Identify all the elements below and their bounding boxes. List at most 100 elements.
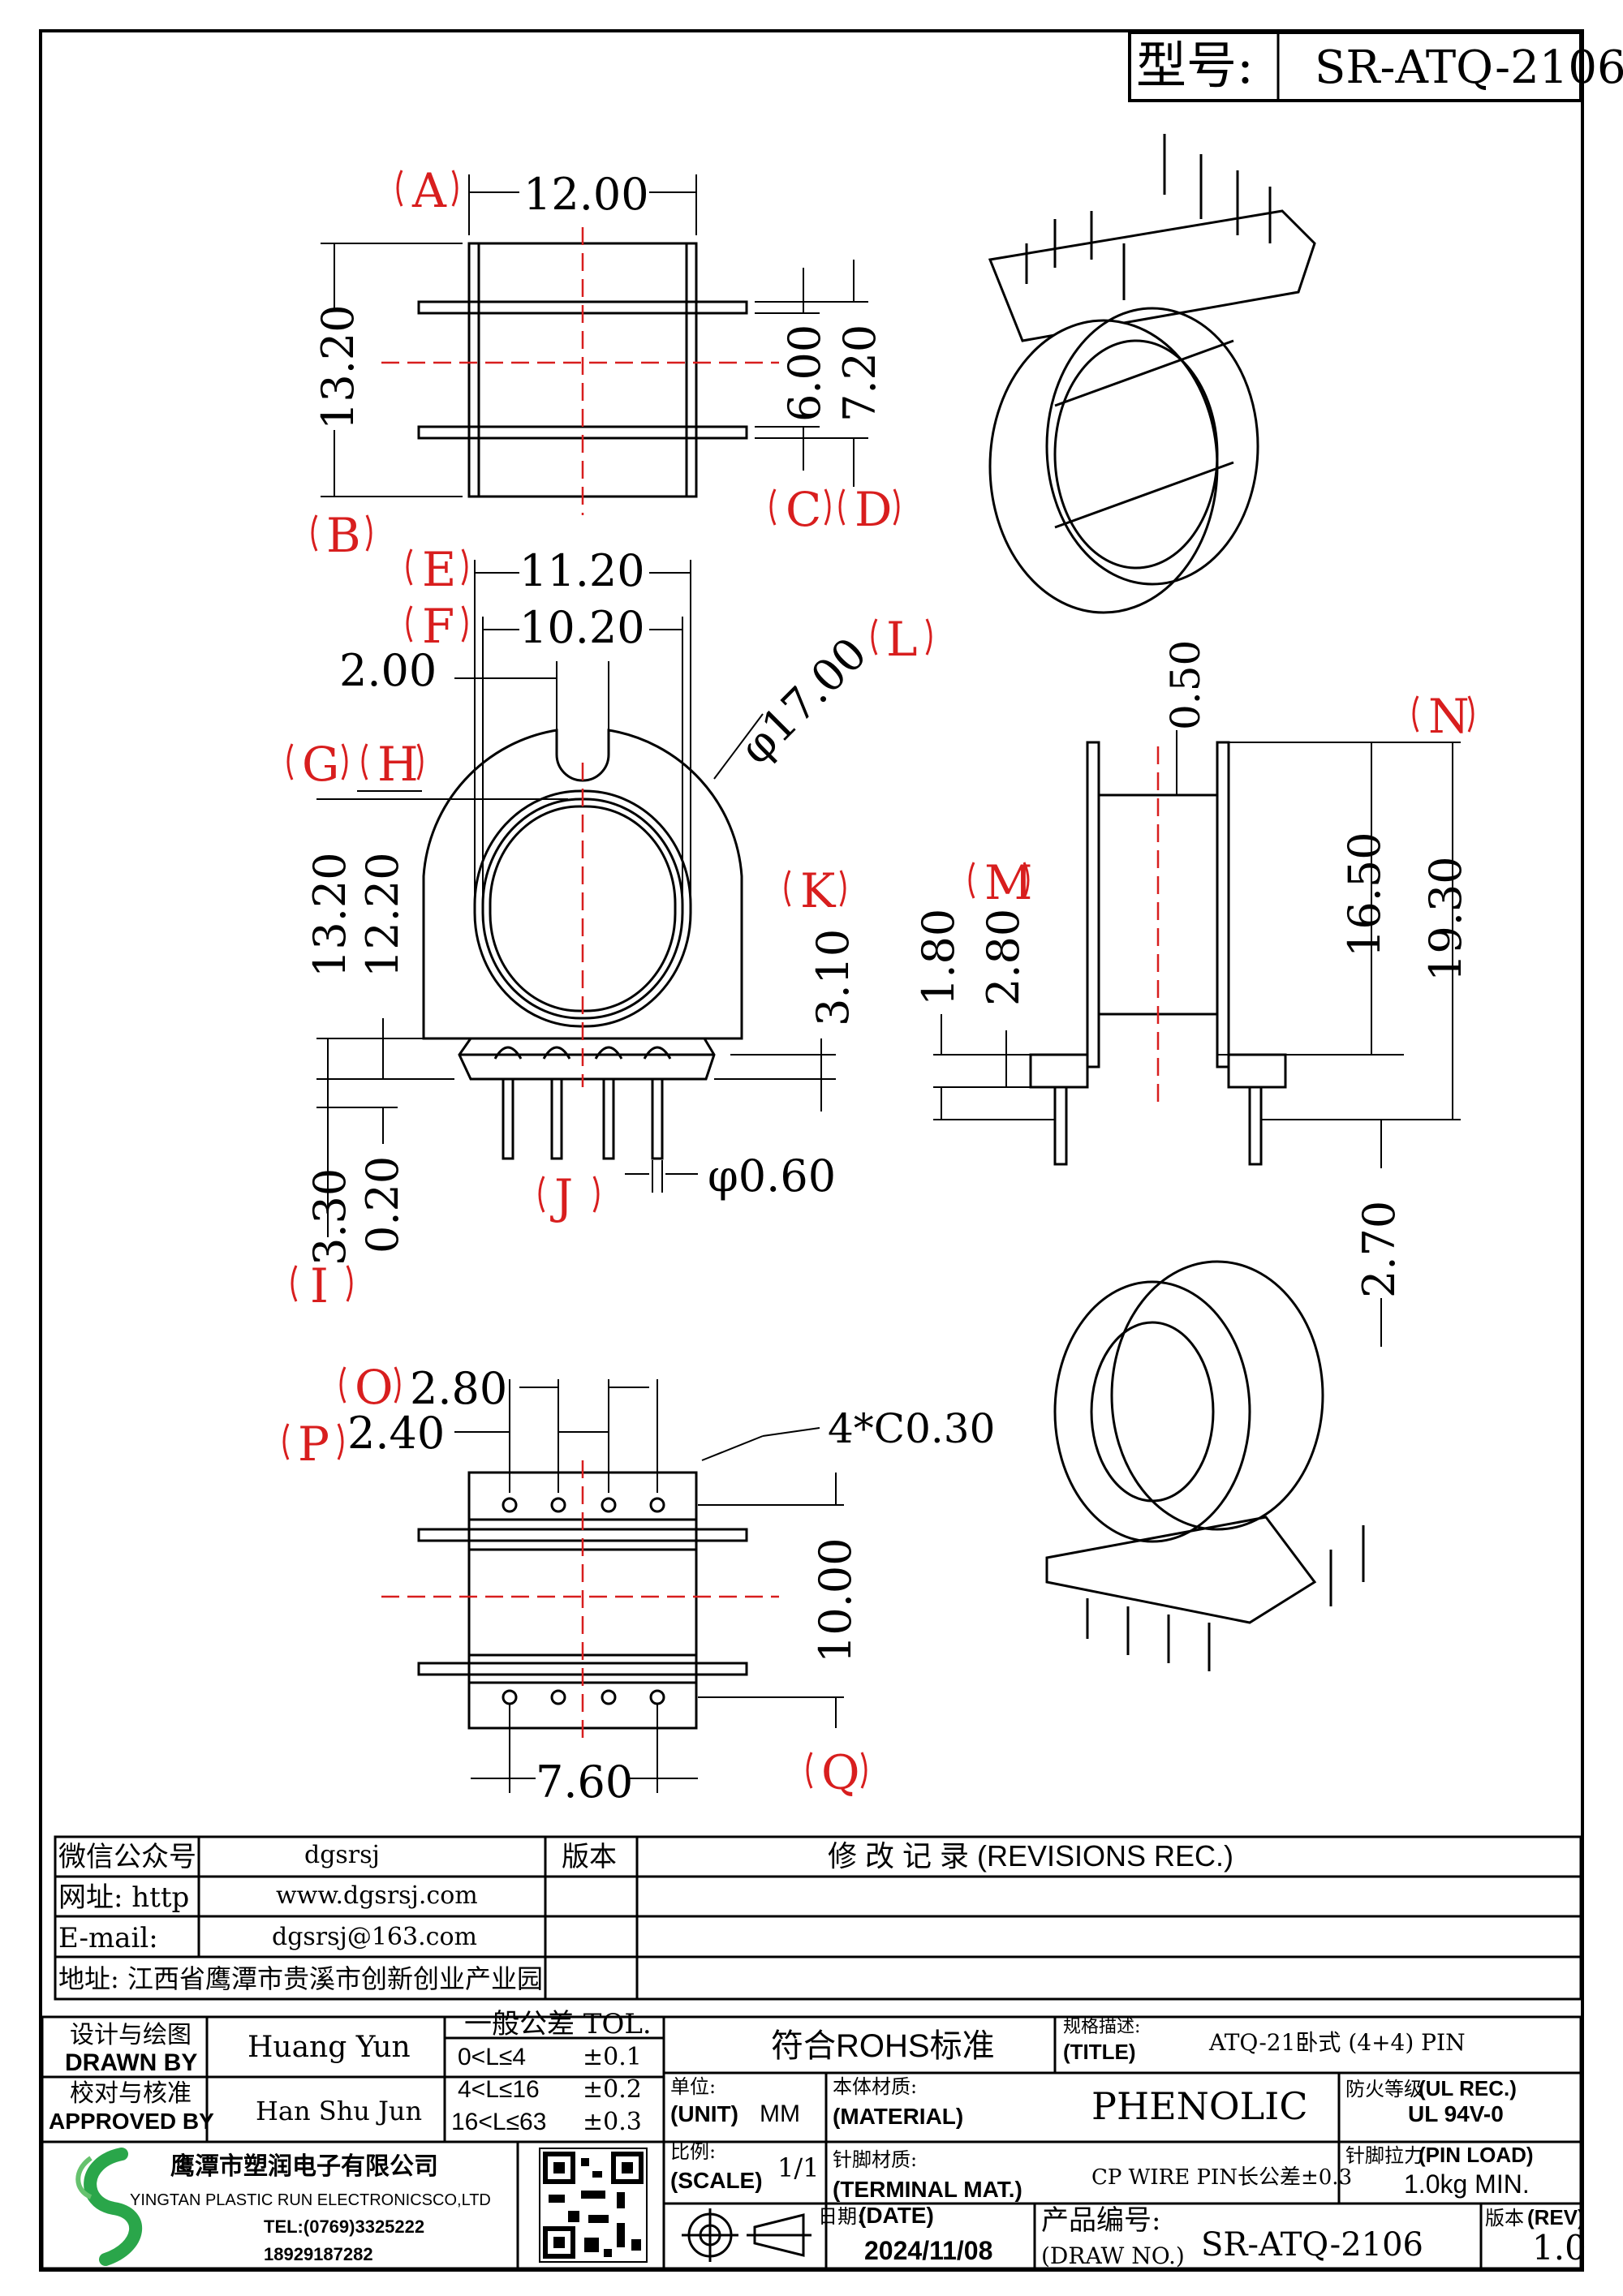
- material-value: PHENOLIC: [1091, 2084, 1308, 2128]
- view-side-dimlines: [933, 730, 1461, 1347]
- dim-3-10: 3.10: [807, 929, 859, 1026]
- callout-n: N: [1428, 689, 1470, 744]
- scale-cn: 比例:: [670, 2140, 716, 2163]
- dim-7-20: 7.20: [834, 325, 885, 422]
- callout-c: C: [786, 482, 821, 537]
- version-col: 版本: [562, 1841, 617, 1873]
- web-label: 网址: http: [58, 1881, 189, 1914]
- view-top-dimlines: [321, 174, 868, 497]
- callout-b: B: [326, 508, 361, 563]
- rohs: 符合ROHS标准: [771, 2028, 995, 2064]
- qr-code: [539, 2148, 648, 2263]
- callout-g: G: [302, 737, 339, 792]
- material-cn: 本体材质:: [833, 2075, 917, 2098]
- view-top-centerlines: [381, 227, 779, 515]
- rev-en: (REV): [1527, 2205, 1585, 2229]
- email-value: dgsrsj@163.com: [272, 1923, 477, 1951]
- drawno-value: SR-ATQ-2106: [1201, 2226, 1423, 2264]
- email-label: E-mail:: [58, 1922, 158, 1954]
- dim-0-20: 0.20: [357, 1156, 408, 1253]
- dim-2-80: 2.80: [978, 909, 1029, 1006]
- callout-labels: A B C D E F G H I J K L M N O P Q: [298, 163, 1470, 1800]
- dim-3-30: 3.30: [304, 1168, 355, 1266]
- callout-brackets: [282, 170, 1474, 1789]
- tol-row-2-value: ±0.2: [583, 2075, 642, 2104]
- isometric-view-bottom: [1045, 1260, 1365, 1671]
- dim-1-80: 1.80: [913, 909, 964, 1006]
- tel: TEL:(0769)3325222: [264, 2216, 424, 2237]
- approved-en: APPROVED BY: [49, 2109, 214, 2134]
- tol-row-3-range: 16<L≤63: [451, 2109, 546, 2135]
- model-header: 型号: SR-ATQ-2106: [1128, 31, 1623, 102]
- isometric-view-top: [988, 134, 1316, 614]
- info-table: [54, 1835, 1582, 2001]
- title-block: [41, 2015, 1582, 2270]
- tol-row-1-value: ±0.1: [583, 2043, 642, 2071]
- callout-h: H: [377, 737, 419, 792]
- address: 地址: 江西省鹰潭市贵溪市创新创业产业园: [58, 1963, 543, 1994]
- unit-en: (UNIT): [670, 2101, 738, 2126]
- wechat-value: dgsrsj: [304, 1841, 380, 1869]
- company-logo: [75, 2148, 142, 2266]
- dim-phi-0-60: φ0.60: [708, 1150, 836, 1202]
- dim-16-50: 16.50: [1339, 832, 1390, 957]
- callout-o: O: [355, 1360, 394, 1415]
- info-table-text: 微信公众号 dgsrsj 网址: http www.dgsrsj.com E-m…: [58, 1839, 1233, 1994]
- fire-en: (UL REC.): [1419, 2076, 1517, 2100]
- view-bottom-dimlines: [454, 1379, 844, 1793]
- view-front-pins: [493, 1046, 672, 1160]
- dim-chamfer: 4*C0.30: [828, 1405, 995, 1452]
- callout-p: P: [298, 1417, 329, 1472]
- dim-6-00: 6.00: [779, 325, 830, 422]
- dim-phi-17-00: φ17.00: [730, 628, 877, 775]
- rev-cn: 版本: [1485, 2207, 1524, 2229]
- date-cn: 日期:: [818, 2205, 863, 2228]
- tol-row-1-range: 0<L≤4: [458, 2044, 526, 2070]
- pinload-cn: 针脚拉力: [1345, 2144, 1423, 2167]
- dim-2-40: 2.40: [347, 1408, 445, 1459]
- approved-cn: 校对与核准: [70, 2079, 192, 2108]
- model-label: 型号:: [1136, 36, 1254, 95]
- dim-11-20: 11.20: [519, 545, 645, 596]
- drawn-name: Huang Yun: [248, 2031, 411, 2064]
- drawn-en: DRAWN BY: [65, 2049, 197, 2076]
- dim-13-20-top: 13.20: [312, 304, 364, 430]
- revisions-title: 修 改 记 录 (REVISIONS REC.): [828, 1839, 1233, 1872]
- fire-value: UL 94V-0: [1408, 2101, 1504, 2126]
- company-en: YINGTAN PLASTIC RUN ELECTRONICSCO,LTD: [130, 2191, 491, 2209]
- dim-10-20: 10.20: [519, 602, 645, 653]
- terminal-en: (TERMINAL MAT.): [833, 2177, 1022, 2202]
- outer-frame: [39, 29, 1584, 2272]
- title-en: (TITLE): [1063, 2040, 1136, 2064]
- dim-0-50: 0.50: [1162, 640, 1209, 730]
- callout-q: Q: [821, 1745, 860, 1800]
- rev-value: 1.0: [1532, 2228, 1586, 2268]
- callout-k: K: [800, 863, 837, 918]
- callout-l: L: [886, 612, 918, 667]
- drawno-en: (DRAW NO.): [1041, 2242, 1185, 2269]
- dim-12-00: 12.00: [523, 169, 649, 220]
- tol-row-2-range: 4<L≤16: [458, 2076, 540, 2103]
- scale-value: 1/1: [777, 2152, 820, 2183]
- title-block-text: 设计与绘图 DRAWN BY Huang Yun 校对与核准 APPROVED …: [49, 2008, 1586, 2269]
- dim-10-00: 10.00: [810, 1537, 861, 1663]
- tol-row-3-value: ±0.3: [583, 2108, 642, 2136]
- model-value: SR-ATQ-2106: [1315, 41, 1623, 94]
- title-cn: 规格描述:: [1063, 2017, 1140, 2037]
- material-en: (MATERIAL): [833, 2104, 963, 2129]
- pinload-en: (PIN LOAD): [1419, 2143, 1534, 2167]
- dim-19-30: 19.30: [1420, 856, 1471, 982]
- callout-d: D: [855, 482, 893, 537]
- terminal-value: CP WIRE PIN长公差±0.3: [1091, 2165, 1352, 2190]
- web-value: www.dgsrsj.com: [276, 1881, 478, 1910]
- callout-a: A: [411, 163, 447, 218]
- title-value: ATQ-21卧式 (4+4) PIN: [1208, 2029, 1466, 2056]
- terminal-cn: 针脚材质:: [833, 2148, 917, 2171]
- callout-f: F: [422, 599, 454, 654]
- mobile: 18929187282: [264, 2244, 373, 2264]
- projection-symbol-icon: [682, 2208, 812, 2262]
- dim-2-80-bottom: 2.80: [410, 1363, 507, 1414]
- wechat-label: 微信公众号: [58, 1841, 196, 1873]
- dim-12-20: 12.20: [357, 852, 408, 978]
